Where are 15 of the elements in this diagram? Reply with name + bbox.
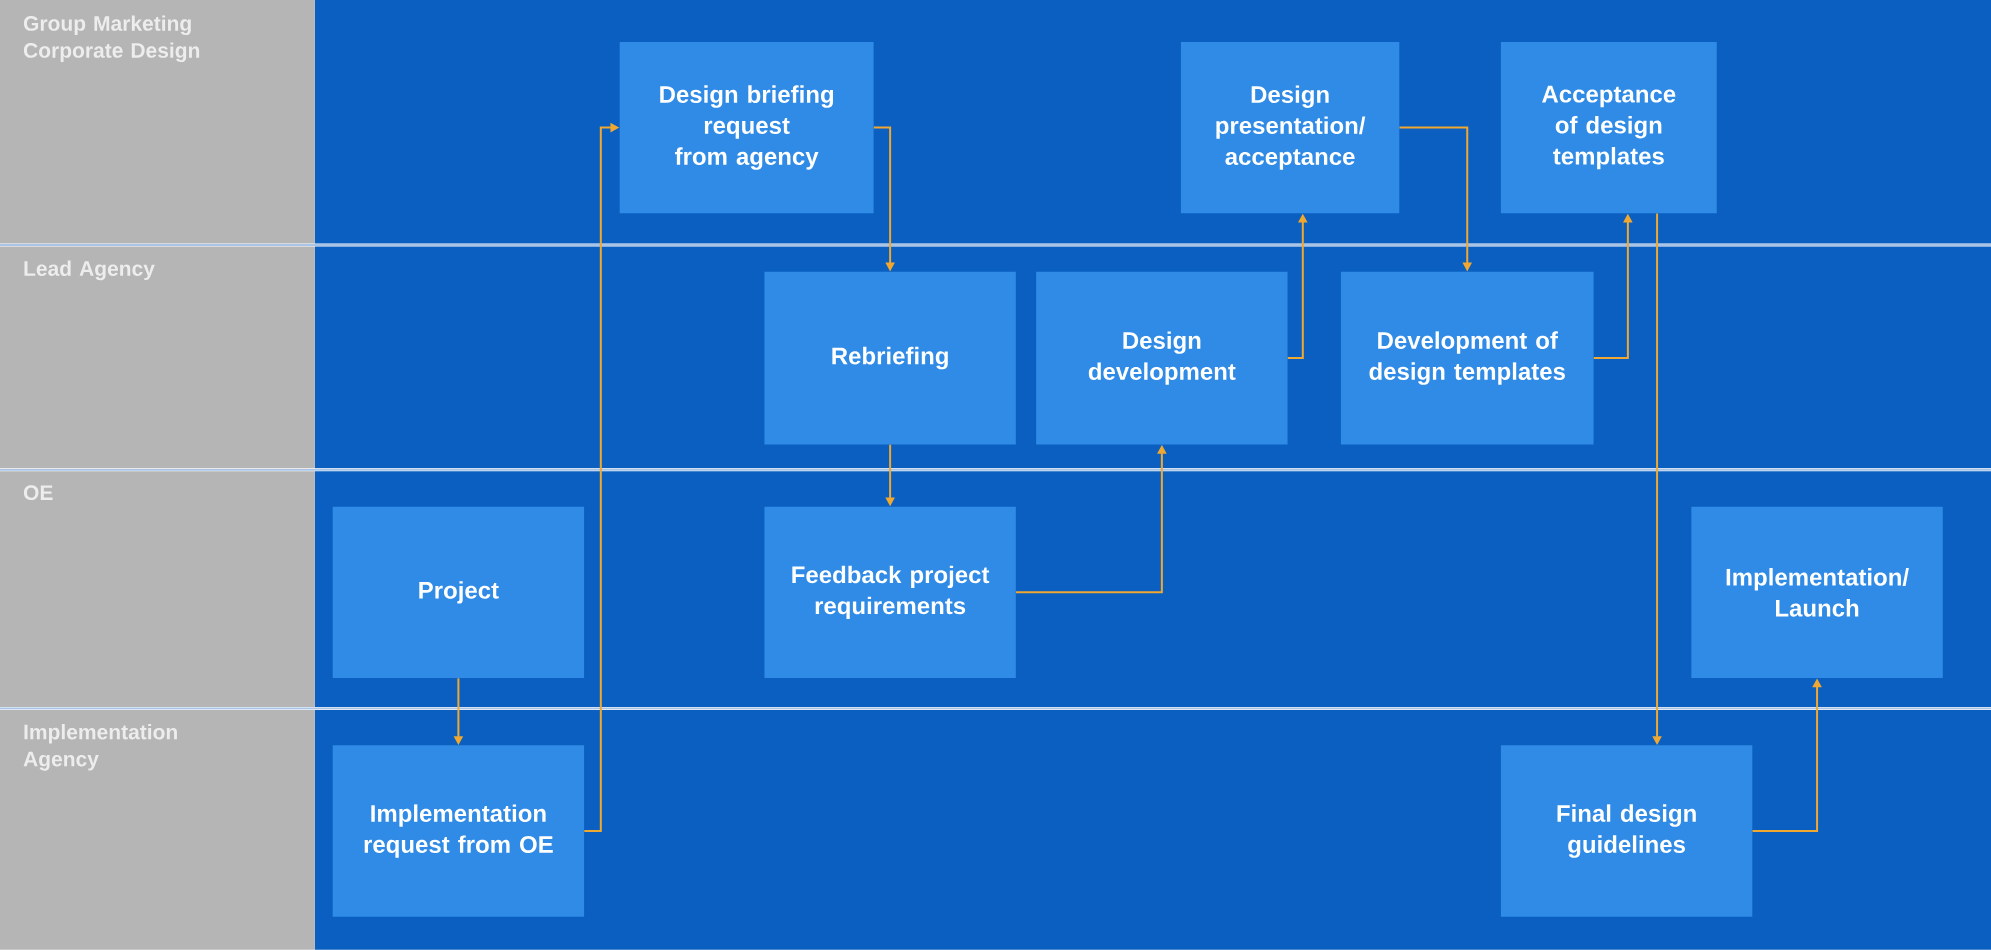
process-box: Feedback project requirements [764, 506, 1016, 679]
lane-label: Implementation Agency [23, 724, 177, 771]
lane-label: Lead Agency [24, 260, 155, 281]
process-box: Development of design templates [1340, 271, 1594, 445]
process-box: Project [332, 506, 585, 679]
lane-label: OE [23, 485, 53, 501]
process-box: Rebriefing [764, 271, 1016, 445]
process-box: Acceptance of design templates [1500, 41, 1717, 214]
process-box: Design briefing request from agency [619, 41, 874, 214]
process-box: Design presentation/ acceptance [1180, 41, 1400, 214]
process-box: Design development [1036, 271, 1288, 445]
process-box: Implementation/ Launch [1691, 506, 1943, 679]
process-box: Final design guidelines [1500, 745, 1753, 917]
process-box: Implementation request from OE [332, 745, 585, 917]
lane-label: Group Marketing Corporate Design [23, 15, 200, 63]
